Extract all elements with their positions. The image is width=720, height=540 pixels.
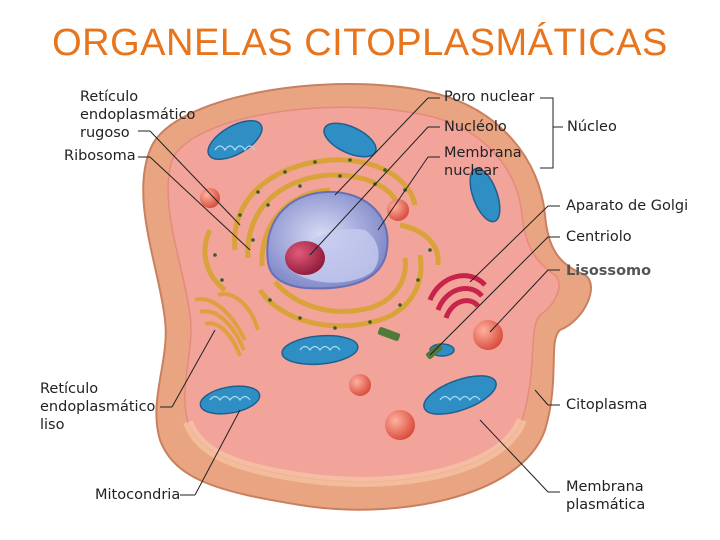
label-nuclear-membrane: Membrana nuclear [444, 145, 522, 179]
label-nucleolus: Nucléolo [444, 119, 507, 135]
label-mitochondria: Mitocondria [95, 487, 181, 503]
nucleolus [285, 241, 325, 275]
golgi-apparatus [427, 273, 487, 319]
label-nuclear-pore: Poro nuclear [444, 89, 535, 105]
label-smooth-er: Retículo endoplasmático liso [40, 381, 156, 433]
smooth-er [194, 291, 260, 357]
mitochondria [199, 119, 501, 415]
label-cytoplasm: Citoplasma [566, 397, 648, 413]
label-ribosome: Ribosoma [64, 148, 136, 164]
nucleus [266, 190, 389, 290]
ribosome-dots [213, 158, 432, 330]
label-golgi: Aparato de Golgi [566, 198, 689, 214]
lysosomes [200, 188, 503, 440]
page-title: ORGANELAS CITOPLASMÁTICAS [52, 22, 668, 64]
label-rough-er: Retículo endoplasmático rugoso [80, 89, 196, 141]
leader-lines [138, 97, 563, 496]
label-centriole: Centriolo [566, 229, 632, 245]
mitochondria-cristae [209, 145, 481, 402]
label-nucleus: Núcleo [567, 119, 617, 135]
label-plasma-membrane: Membrana plasmática [566, 479, 646, 513]
label-lysosome: Lisossomo [566, 263, 652, 279]
